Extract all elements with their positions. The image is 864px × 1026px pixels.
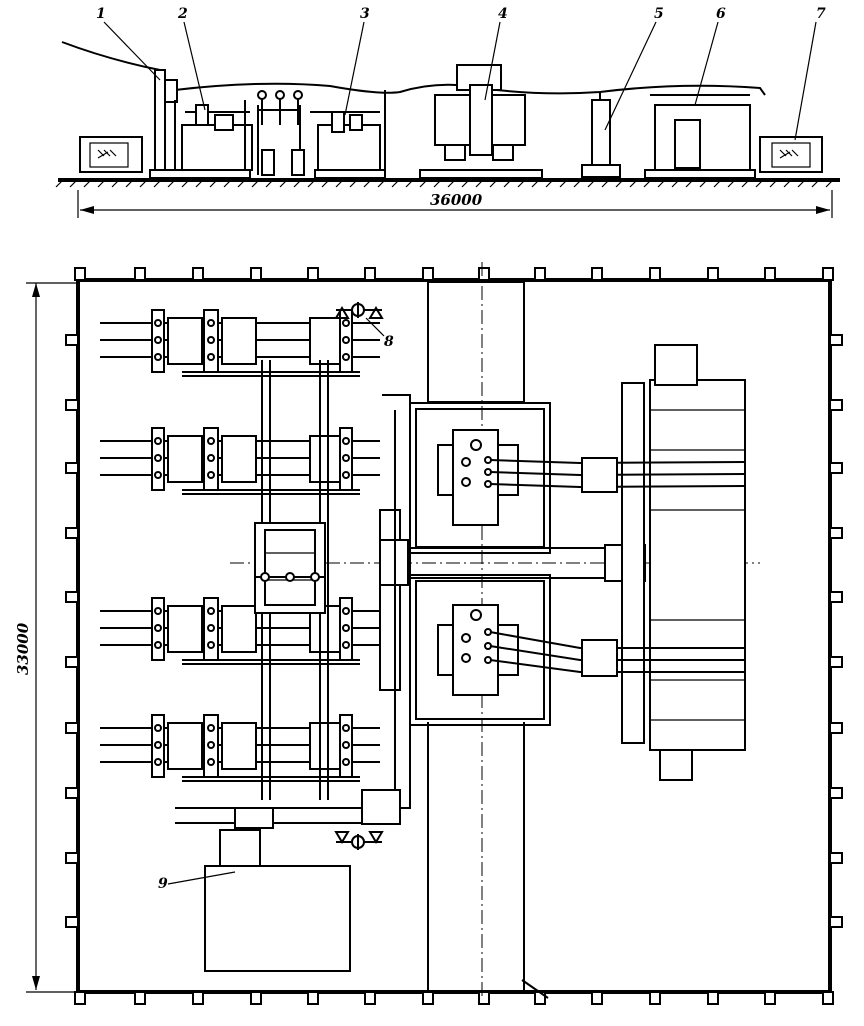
fence-post (65, 722, 79, 734)
fence-post (822, 991, 834, 1005)
height-dimension: 33000 (14, 282, 80, 993)
fence-post (591, 267, 603, 281)
switchyard-bay (100, 309, 380, 377)
fence-post (134, 991, 146, 1005)
fence-post (364, 267, 376, 281)
fence-post (65, 916, 79, 928)
fence-post (65, 787, 79, 799)
fence-post (707, 267, 719, 281)
fence-posts (65, 267, 843, 1005)
incoming-line (61, 41, 161, 71)
callout-1: 1 (96, 6, 106, 22)
plan-view: 33000 (14, 262, 843, 1005)
fence-post (422, 991, 434, 1005)
fence-post (192, 991, 204, 1005)
fence-post (829, 399, 843, 411)
width-dimension-label: 36000 (430, 191, 483, 209)
gate (521, 979, 549, 999)
fence-post (764, 267, 776, 281)
feeder-cables (489, 457, 746, 677)
fence-post (65, 656, 79, 668)
fence-post (134, 267, 146, 281)
fence-post (829, 656, 843, 668)
access-road (427, 281, 525, 403)
fence-post (829, 527, 843, 539)
fence-post (74, 991, 86, 1005)
callout-9: 9 (158, 876, 168, 892)
fence-post (829, 787, 843, 799)
elevation-view: 1 2 3 4 5 6 7 36000 (55, 6, 840, 218)
portal-support-1 (154, 69, 166, 176)
fence-post (478, 267, 490, 281)
transformer-pad-upper (409, 402, 551, 554)
fence-post (307, 991, 319, 1005)
fence-post (192, 267, 204, 281)
perimeter-fence (76, 278, 832, 994)
fence-post (829, 852, 843, 864)
fence-post (65, 591, 79, 603)
circuit-breaker-3 (317, 124, 381, 171)
callout-6: 6 (716, 6, 726, 22)
fence-post (829, 591, 843, 603)
elevation-callouts: 1 2 3 4 5 6 7 (96, 6, 826, 141)
fence-post (822, 267, 834, 281)
fence-post (65, 399, 79, 411)
fence-post (829, 462, 843, 474)
fence-post (422, 267, 434, 281)
fence-post (649, 991, 661, 1005)
circuit-breaker-2 (181, 124, 253, 171)
fence-post (478, 991, 490, 1005)
switchyard-bay (100, 714, 380, 782)
callout-3: 3 (360, 6, 370, 22)
switchgear-cubicles (621, 344, 746, 781)
callout-5: 5 (654, 6, 664, 22)
overhead-conductor (174, 82, 766, 96)
fence-post (364, 991, 376, 1005)
transformer-pad-lower (409, 574, 551, 726)
fence-post (65, 527, 79, 539)
fence-post (829, 334, 843, 346)
callout-2: 2 (177, 6, 188, 22)
switchyard-bay (100, 427, 380, 495)
fence-post (65, 334, 79, 346)
support-5 (581, 92, 621, 178)
bus-coupler (254, 522, 326, 614)
fence-post (74, 267, 86, 281)
callout-8: 8 (384, 334, 394, 350)
disconnector-group (257, 90, 305, 176)
callout-7: 7 (816, 6, 826, 22)
callout-4: 4 (498, 6, 508, 22)
transformer-4 (419, 64, 543, 179)
fence-post (591, 991, 603, 1005)
switchyard-bays (100, 309, 380, 782)
fence-post (65, 852, 79, 864)
fence-post (829, 916, 843, 928)
switchyard-bay (100, 597, 380, 665)
height-dimension-label: 33000 (14, 622, 32, 675)
fence-post (829, 722, 843, 734)
fence-post (707, 991, 719, 1005)
fence-post (65, 462, 79, 474)
lightning-symbol-bottom (334, 831, 384, 850)
fence-post (250, 991, 262, 1005)
ground-hatch (55, 180, 833, 188)
auxiliary-building-9 (204, 865, 351, 972)
fence-post (250, 267, 262, 281)
fence-post (649, 267, 661, 281)
lightning-symbol-top (334, 302, 384, 319)
fence-post (534, 267, 546, 281)
cubicle-6 (644, 94, 756, 179)
fence-post (764, 991, 776, 1005)
width-dimension: 36000 (77, 190, 833, 218)
fence-post (307, 267, 319, 281)
